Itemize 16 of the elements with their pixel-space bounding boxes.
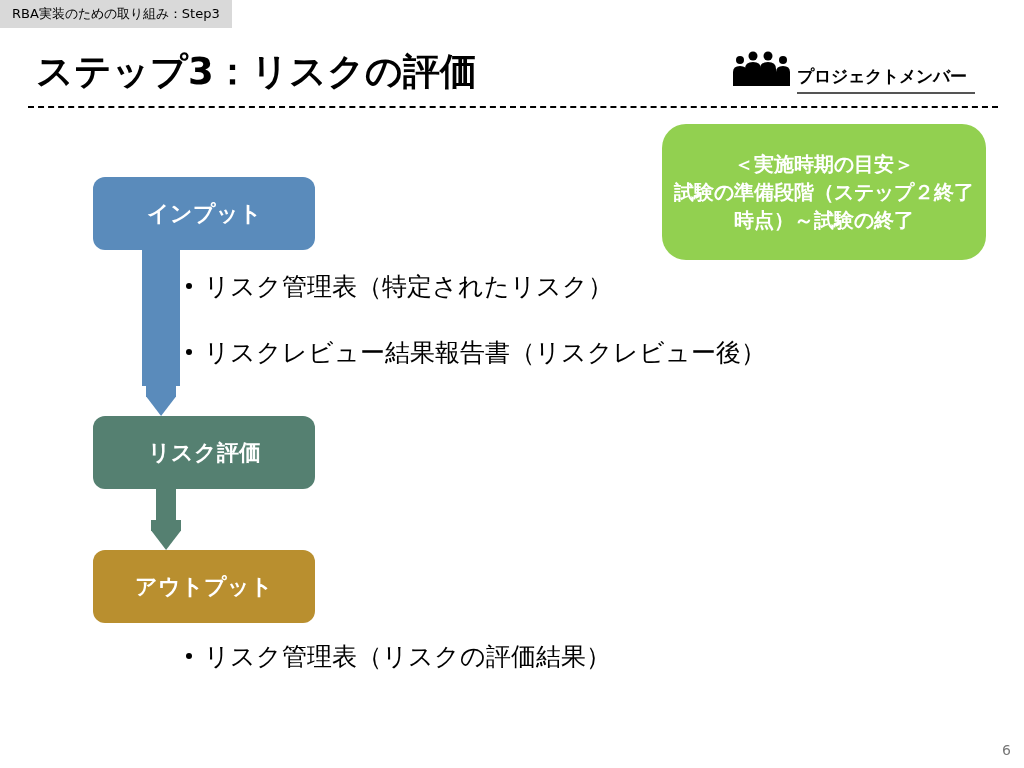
- breadcrumb-tab: RBA実装のための取り組み：Step3: [0, 0, 232, 28]
- bullet-text: リスク管理表（リスクの評価結果）: [204, 641, 611, 673]
- schedule-box: [662, 124, 986, 260]
- page-number: 6: [1002, 741, 1011, 760]
- bullet-text: リスク管理表（特定されたリスク）: [204, 271, 613, 303]
- process-box: [93, 550, 315, 623]
- box-body: 試験の準備段階（ステップ２終了時点）～試験の終了: [674, 179, 974, 234]
- slide-title: ステップ3：リスクの評価: [36, 49, 477, 95]
- box-label: インプット: [146, 200, 262, 228]
- box-label: アウトプット: [135, 573, 273, 601]
- box-label: ＜実施時期の目安＞: [734, 151, 914, 178]
- process-box: [93, 416, 315, 489]
- process-box: [93, 177, 315, 250]
- box-label: リスク評価: [147, 439, 261, 467]
- member-label: プロジェクトメンバー: [797, 64, 975, 94]
- bullet-text: リスクレビュー結果報告書（リスクレビュー後）: [204, 337, 766, 369]
